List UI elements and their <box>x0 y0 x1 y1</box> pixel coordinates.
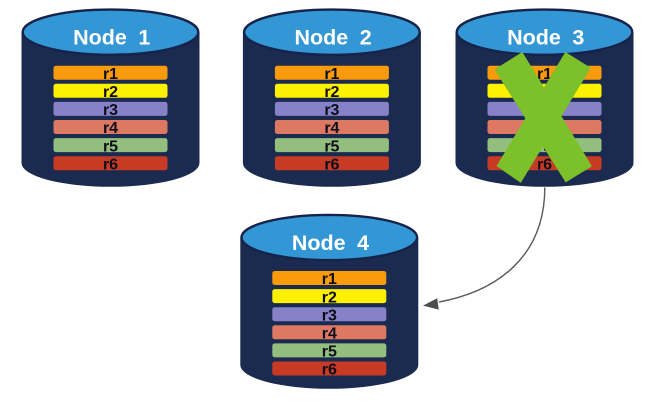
svg-text:r4: r4 <box>322 326 337 343</box>
svg-text:r4: r4 <box>103 120 118 137</box>
svg-text:r2: r2 <box>103 84 118 101</box>
svg-text:r6: r6 <box>537 156 552 173</box>
svg-text:r6: r6 <box>324 156 339 173</box>
svg-text:r1: r1 <box>103 66 118 83</box>
svg-text:r6: r6 <box>103 156 118 173</box>
svg-text:r5: r5 <box>322 344 337 361</box>
svg-text:r6: r6 <box>322 362 337 379</box>
svg-text:r4: r4 <box>324 120 339 137</box>
svg-text:r1: r1 <box>537 66 552 83</box>
svg-text:r1: r1 <box>324 66 339 83</box>
svg-text:r2: r2 <box>324 84 339 101</box>
svg-text:r3: r3 <box>322 307 337 324</box>
svg-text:r5: r5 <box>103 138 118 155</box>
svg-text:r1: r1 <box>322 271 337 288</box>
svg-text:r3: r3 <box>103 102 118 119</box>
svg-text:r2: r2 <box>322 289 337 306</box>
svg-text:r5: r5 <box>324 138 339 155</box>
svg-text:r3: r3 <box>324 102 339 119</box>
